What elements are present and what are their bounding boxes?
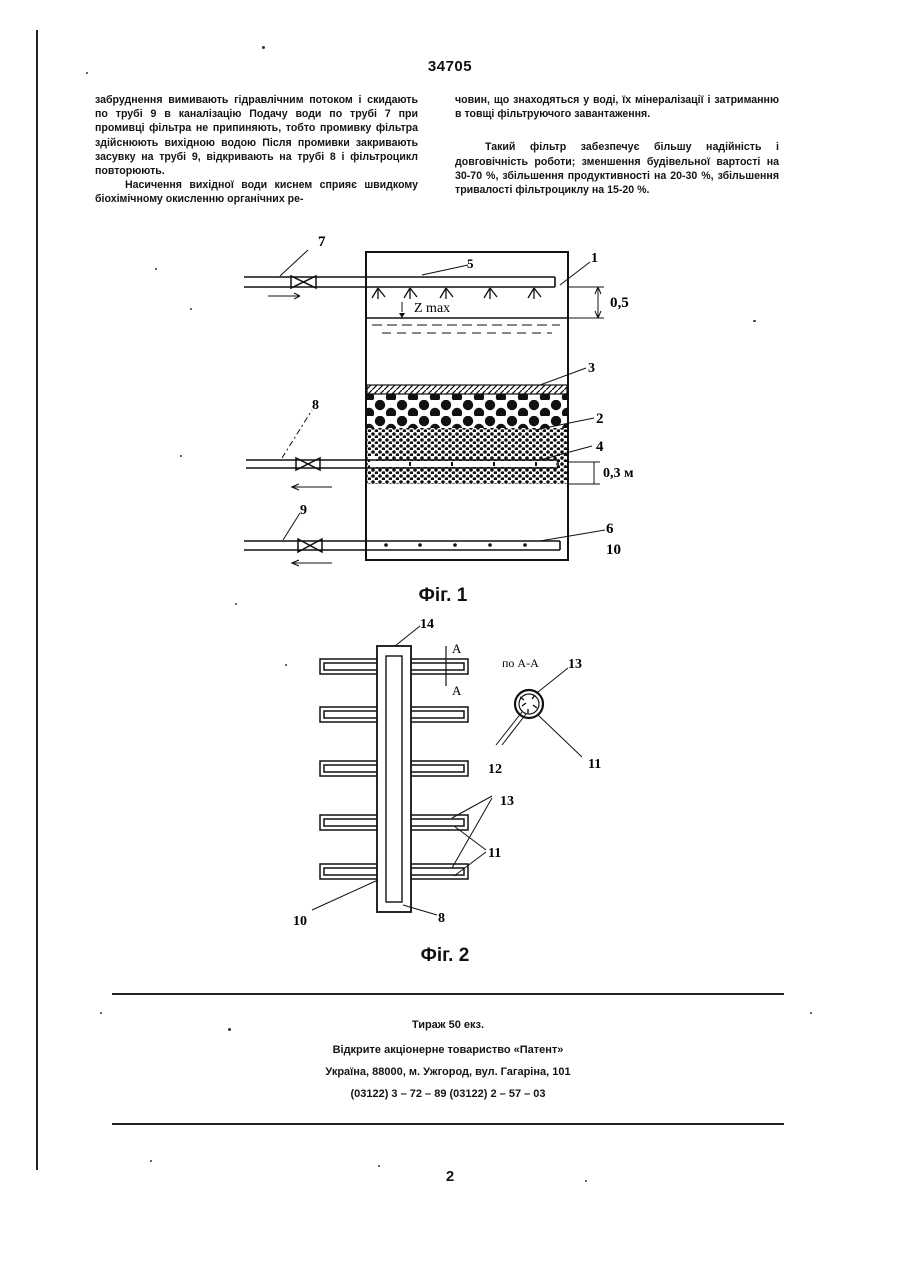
scan-speck: [753, 320, 756, 322]
scan-speck: [378, 1165, 380, 1167]
coarse-media-layer: [367, 394, 567, 428]
scan-speck: [150, 1160, 152, 1162]
scan-speck: [86, 72, 88, 74]
fig1-label-3: 3: [588, 361, 595, 376]
fig1-label-10: 10: [606, 542, 621, 558]
imprint-circulation: Тираж 50 екз.: [112, 1019, 784, 1031]
fig2-label-a-bottom: A: [452, 683, 462, 698]
fig1-label-9: 9: [300, 503, 307, 518]
scan-speck: [180, 455, 182, 457]
figure-2-diagram: 14 A A по А-А 13 11 12 13 11 10 8: [293, 617, 601, 929]
fig2-label-11: 11: [488, 846, 501, 861]
sprayer-nozzles: [372, 288, 541, 299]
support-grid-layer: [367, 385, 567, 394]
fig2-label-11-top: 11: [588, 757, 601, 772]
scan-speck: [100, 1012, 102, 1014]
fig1-label-dim-03: 0,3 м: [603, 466, 634, 481]
figure-2-caption: Фіг. 2: [385, 945, 505, 967]
fig1-label-dim-05: 0,5: [610, 295, 629, 311]
imprint-publisher: Відкрите акціонерне товариство «Патент»: [112, 1044, 784, 1056]
fig2-label-8: 8: [438, 911, 445, 926]
scan-speck: [585, 1180, 587, 1182]
imprint-address: Україна, 88000, м. Ужгород, вул. Гагарін…: [112, 1066, 784, 1078]
scan-speck: [810, 1012, 812, 1014]
fig2-label-14: 14: [420, 617, 434, 632]
fig1-label-8: 8: [312, 398, 319, 413]
water-level: [366, 302, 568, 333]
fine-media-layer: [367, 428, 567, 484]
imprint-top-rule: [112, 993, 784, 995]
scan-speck: [285, 664, 287, 666]
scan-speck: [235, 603, 237, 605]
inner-pipe: [386, 656, 402, 902]
fig2-label-a-top: A: [452, 641, 462, 656]
scan-speck: [190, 308, 192, 310]
scan-speck: [155, 268, 157, 270]
dimension-0-3: [568, 462, 600, 484]
fig2-label-13-top: 13: [568, 657, 582, 672]
fig1-label-6: 6: [606, 521, 614, 537]
fig1-label-7: 7: [318, 234, 326, 250]
fig1-label-2: 2: [596, 411, 604, 427]
fig1-label-4: 4: [596, 439, 604, 455]
figure-1-caption: Фіг. 1: [383, 585, 503, 607]
fig2-label-13: 13: [500, 794, 514, 809]
inlet-pipe-7: [244, 276, 555, 299]
scan-speck: [262, 46, 265, 49]
fig1-label-5: 5: [467, 256, 474, 271]
imprint-phones: (03122) 3 – 72 – 89 (03122) 2 – 57 – 03: [112, 1088, 784, 1100]
page-footer-number: 2: [0, 1168, 900, 1185]
fig2-label-10: 10: [293, 914, 307, 929]
fig2-label-section: по А-А: [502, 656, 539, 670]
imprint-bottom-rule: [112, 1123, 784, 1125]
dimension-0-5: [568, 287, 604, 318]
fig1-label-1: 1: [591, 251, 598, 266]
fig2-label-12: 12: [488, 762, 502, 777]
fig1-label-zmax: Z max: [414, 301, 450, 316]
scan-speck: [228, 1028, 231, 1031]
